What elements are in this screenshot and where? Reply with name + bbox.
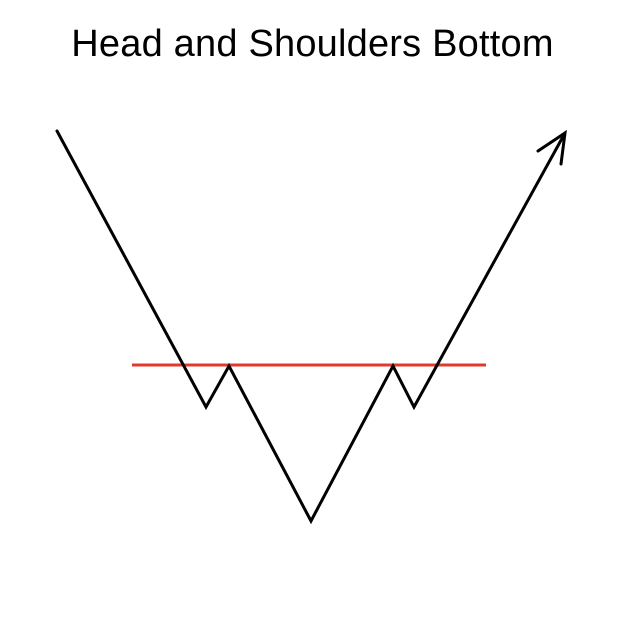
price-path [55, 129, 567, 525]
diagram-title: Head and Shoulders Bottom [71, 23, 554, 65]
arrowhead-icon [536, 129, 567, 166]
